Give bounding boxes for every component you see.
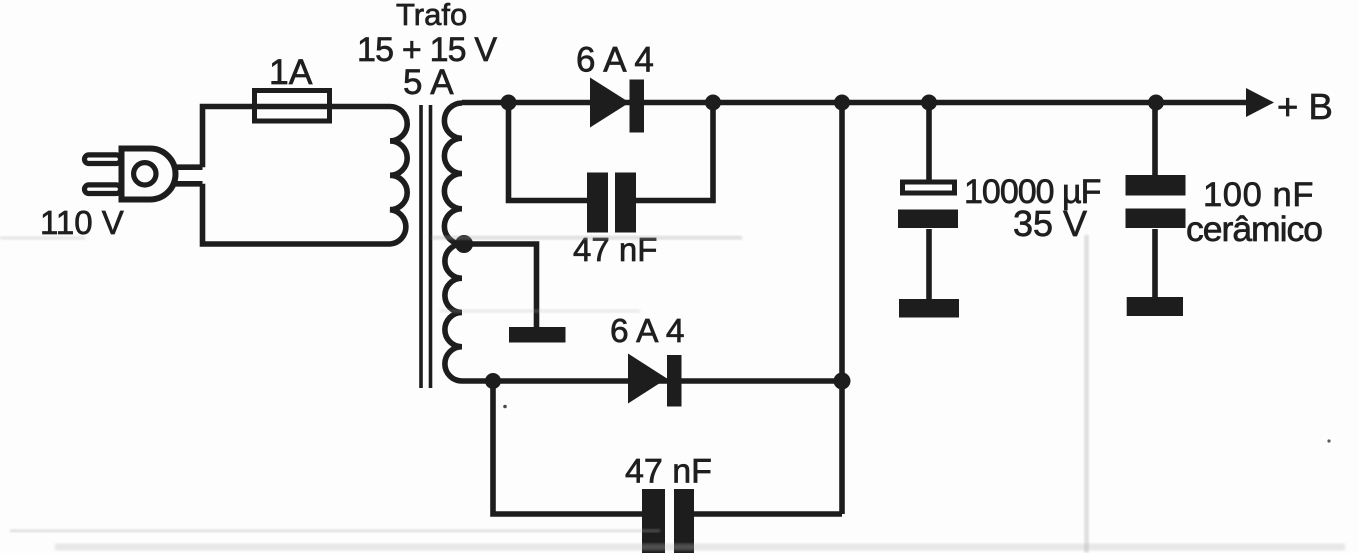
svg-text:15 + 15 V: 15 + 15 V: [357, 31, 497, 69]
svg-text:47 nF: 47 nF: [625, 453, 712, 491]
svg-text:35 V: 35 V: [1013, 203, 1087, 244]
svg-text:6 A 4: 6 A 4: [610, 313, 685, 350]
svg-text:100 nF: 100 nF: [1203, 176, 1314, 214]
svg-text:1A: 1A: [269, 52, 313, 92]
svg-text:10000 µF: 10000 µF: [964, 173, 1101, 211]
svg-text:+ B: + B: [1277, 86, 1333, 127]
svg-text:cerâmico: cerâmico: [1186, 209, 1322, 249]
svg-text:5 A: 5 A: [403, 63, 454, 102]
svg-text:110 V: 110 V: [40, 204, 124, 241]
svg-text:Trafo: Trafo: [396, 0, 467, 32]
svg-text:6 A 4: 6 A 4: [576, 41, 654, 80]
